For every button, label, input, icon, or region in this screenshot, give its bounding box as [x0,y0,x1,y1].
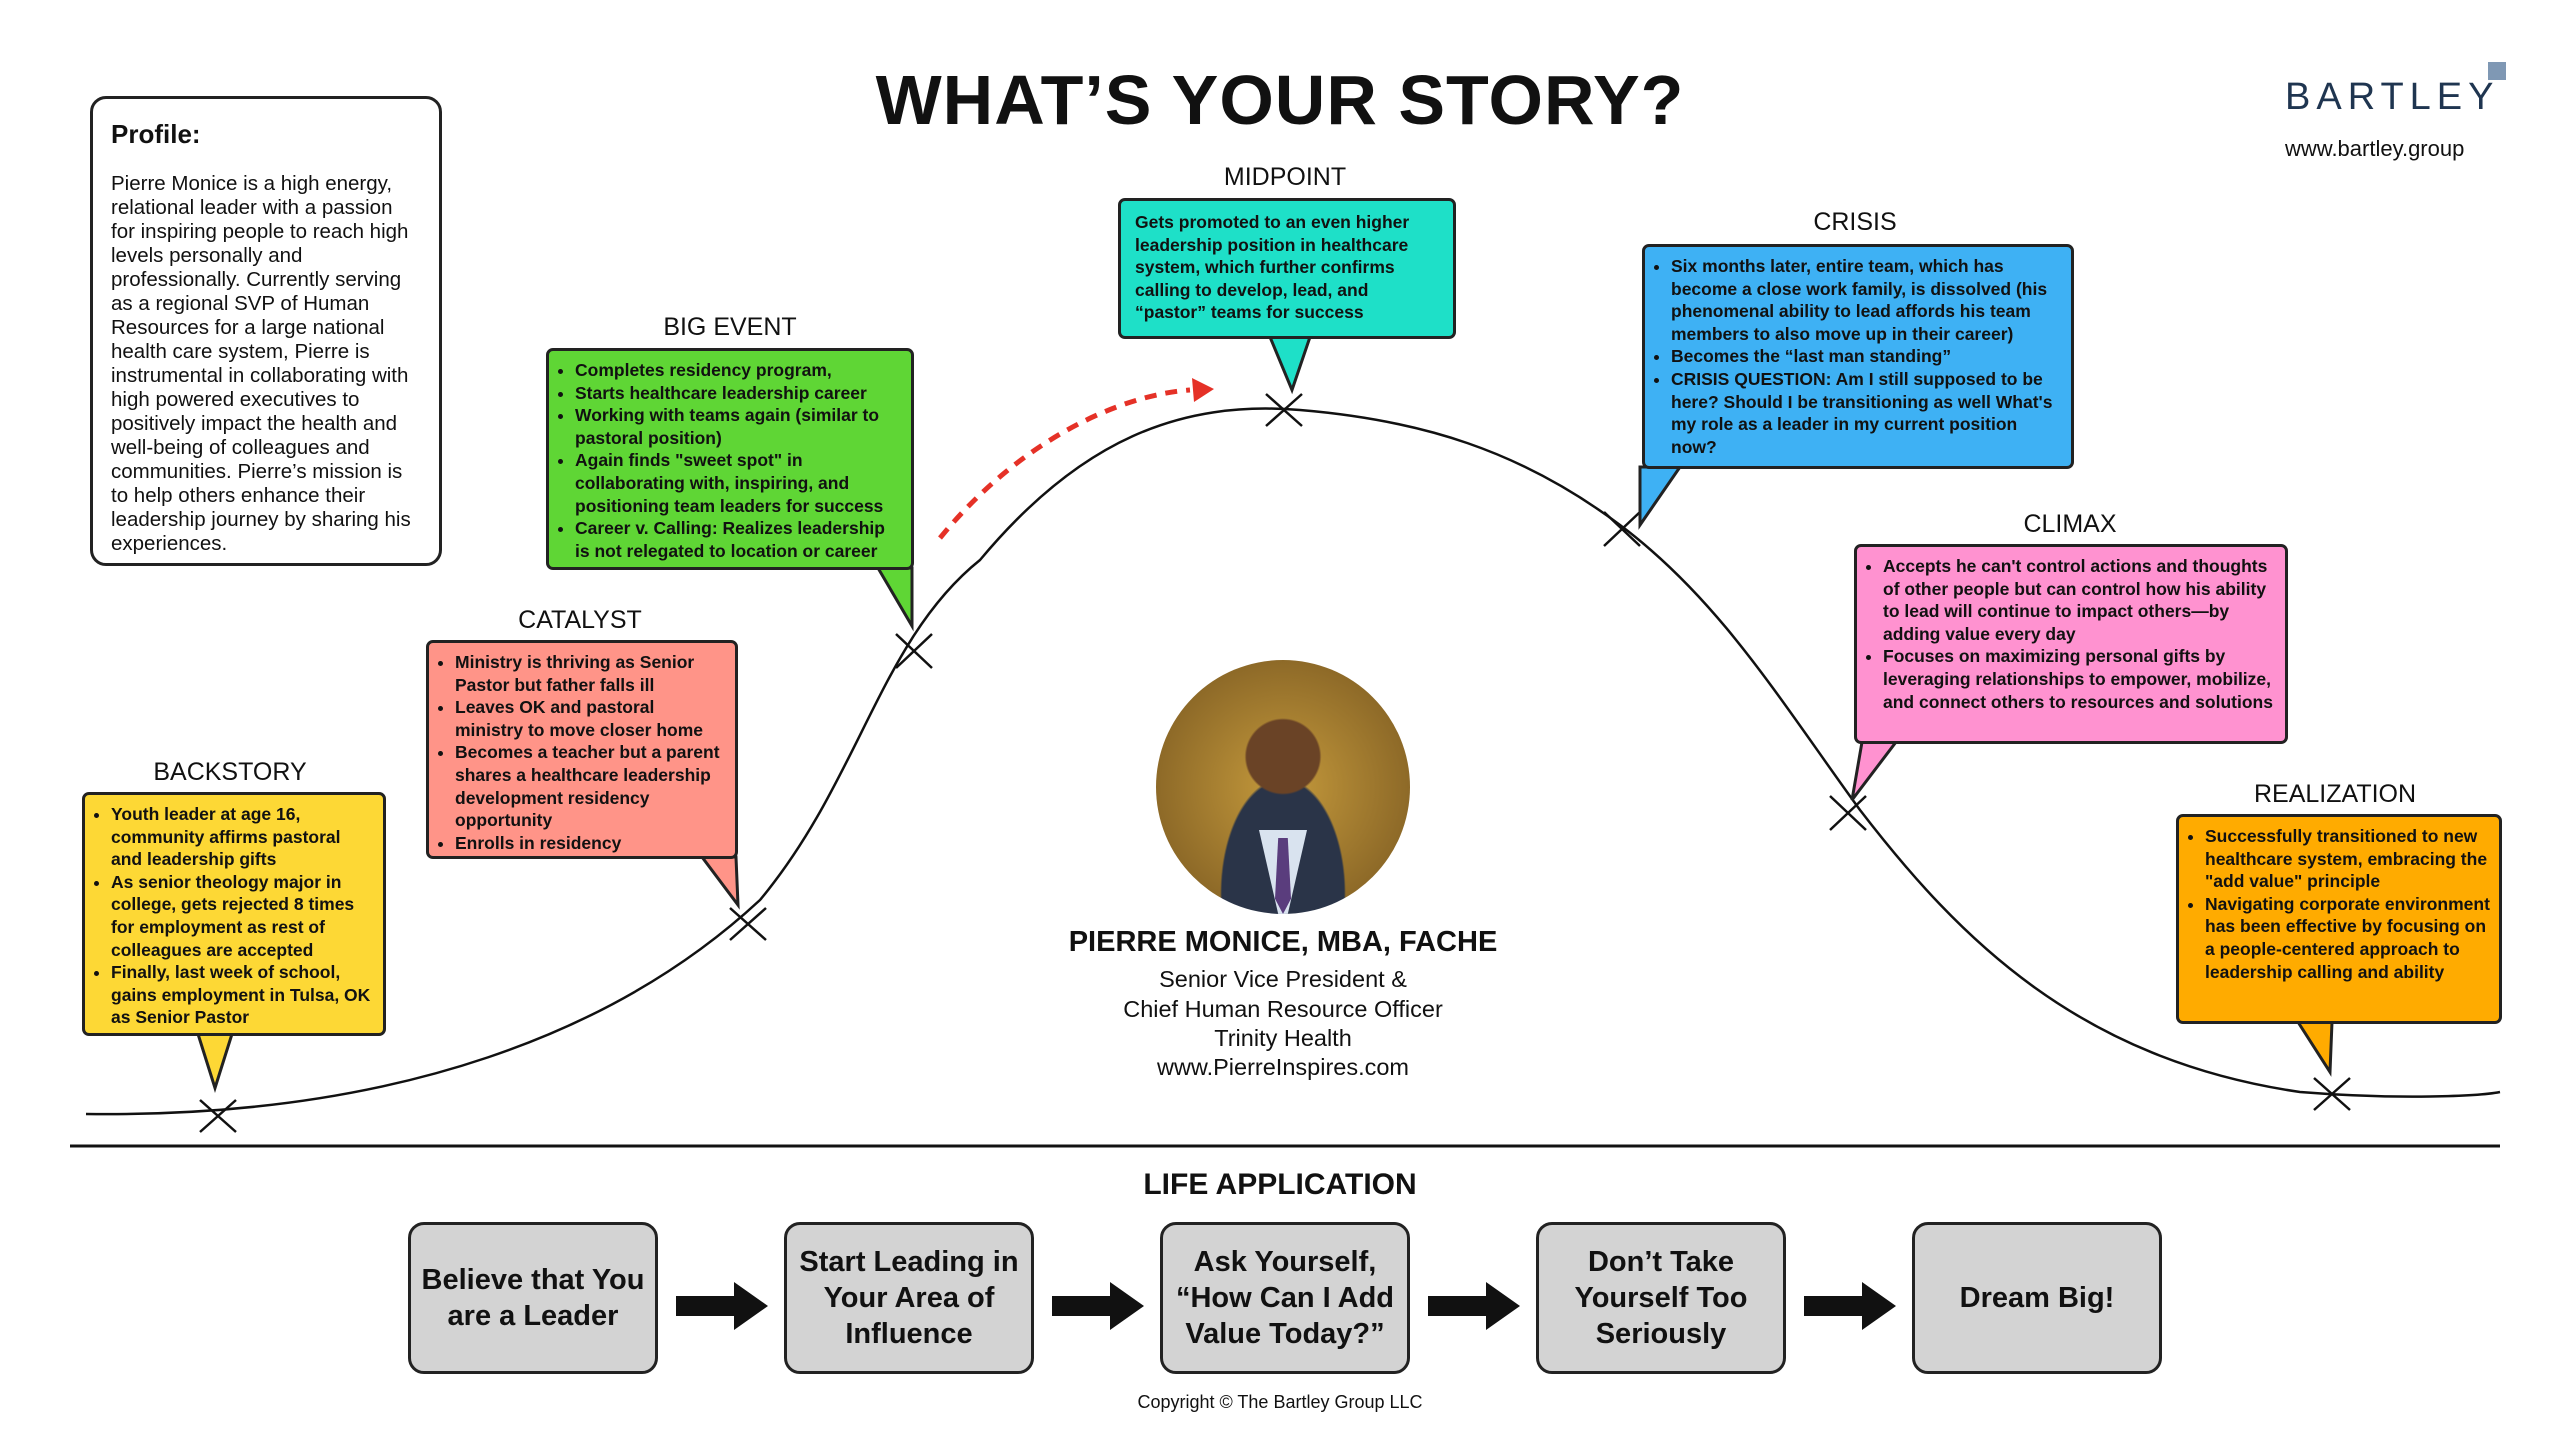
marker-realization [2313,1077,2351,1111]
portrait-tie [1275,838,1291,914]
person-organization: Trinity Health [1214,1025,1352,1051]
profile-text: Pierre Monice is a high energy, relation… [111,172,411,555]
progress-arrow [938,387,1191,540]
person-title-line1: Senior Vice President & [1159,966,1407,992]
flow-arrow-4 [1804,1282,1896,1330]
catalyst-item: Leaves OK and pastoral ministry to move … [455,696,727,741]
big-event-item: Working with teams again (similar to pas… [575,404,903,449]
bubble-crisis: Six months later, entire team, which has… [1642,244,2074,469]
portrait-photo [1156,660,1410,914]
crisis-item: Six months later, entire team, which has… [1671,255,2063,345]
brand-logo-square [2488,62,2506,80]
label-realization: REALIZATION [2253,780,2417,808]
life-application-heading: LIFE APPLICATION [1143,1168,1417,1201]
stage-markers [199,393,2351,1133]
bubble-backstory: Youth leader at age 16, community affirm… [82,792,386,1036]
brand-logo-text: BARTLEY [2285,76,2500,118]
person-name: PIERRE MONICE, MBA, FACHE [1068,926,1498,958]
marker-catalyst [729,907,767,941]
person-website[interactable]: www.PierreInspires.com [1156,1054,1410,1080]
marker-crisis [1603,511,1641,547]
tail-crisis [1638,465,1683,530]
flow-arrow-3 [1428,1282,1520,1330]
big-event-item: Again finds "sweet spot" in collaboratin… [575,449,903,517]
label-big-event: BIG EVENT [663,313,797,341]
life-step-4: Don’t Take Yourself Too Seriously [1536,1222,1786,1374]
profile-heading: Profile: [111,119,201,149]
marker-big-event [895,633,933,669]
tail-climax [1850,740,1900,801]
tail-realization [2295,1020,2334,1077]
tail-catalyst [699,855,740,910]
big-event-item: Completes residency program, [575,359,903,382]
label-catalyst: CATALYST [518,606,642,634]
flow-arrow-2 [1052,1282,1144,1330]
brand-url[interactable]: www.bartley.group [2285,136,2465,161]
label-midpoint: MIDPOINT [1223,163,1347,191]
catalyst-item: Becomes a teacher but a parent shares a … [455,741,727,831]
marker-midpoint [1265,393,1303,427]
flow-arrow-1 [676,1282,768,1330]
catalyst-item: Ministry is thriving as Senior Pastor bu… [455,651,727,696]
label-climax: CLIMAX [2023,510,2117,538]
tail-midpoint [1267,335,1313,395]
marker-backstory [199,1099,237,1133]
bubble-big-event: Completes residency program, Starts heal… [546,348,914,570]
crisis-item: Becomes the “last man standing” [1671,345,2063,368]
climax-item: Focuses on maximizing personal gifts by … [1883,645,2277,713]
bubble-realization: Successfully transitioned to new healthc… [2176,814,2502,1024]
tail-backstory [195,1032,235,1093]
tail-big-event [875,566,914,632]
catalyst-item: Enrolls in residency [455,832,727,855]
copyright-notice: Copyright © The Bartley Group LLC [1137,1392,1423,1412]
backstory-item: Finally, last week of school, gains empl… [111,961,375,1029]
backstory-item: As senior theology major in college, get… [111,871,375,961]
progress-arrowhead [1192,378,1214,402]
profile-card: Profile: Pierre Monice is a high energy,… [90,96,442,566]
bubble-midpoint: Gets promoted to an even higher leadersh… [1118,198,1456,339]
realization-item: Successfully transitioned to new healthc… [2205,825,2491,893]
life-step-2: Start Leading in Your Area of Influence [784,1222,1034,1374]
bubble-climax: Accepts he can't control actions and tho… [1854,544,2288,744]
label-backstory: BACKSTORY [153,758,307,786]
marker-climax [1829,795,1867,831]
climax-item: Accepts he can't control actions and tho… [1883,555,2277,645]
big-event-item: Starts healthcare leadership career [575,382,903,405]
label-crisis: CRISIS [1813,208,1897,236]
page-title: WHAT’S YOUR STORY? [875,61,1685,139]
story-arc-curve [85,407,2501,1116]
crisis-item: CRISIS QUESTION: Am I still supposed to … [1671,368,2063,458]
realization-item: Navigating corporate environment has bee… [2205,893,2491,983]
life-step-3: Ask Yourself, “How Can I Add Value Today… [1160,1222,1410,1374]
big-event-item: Career v. Calling: Realizes leadership i… [575,517,903,562]
life-step-1: Believe that You are a Leader [408,1222,658,1374]
life-step-5: Dream Big! [1912,1222,2162,1374]
flow-arrows [676,1282,1896,1330]
person-title-line2: Chief Human Resource Officer [1123,996,1443,1022]
bubble-catalyst: Ministry is thriving as Senior Pastor bu… [426,640,738,859]
backstory-item: Youth leader at age 16, community affirm… [111,803,375,871]
